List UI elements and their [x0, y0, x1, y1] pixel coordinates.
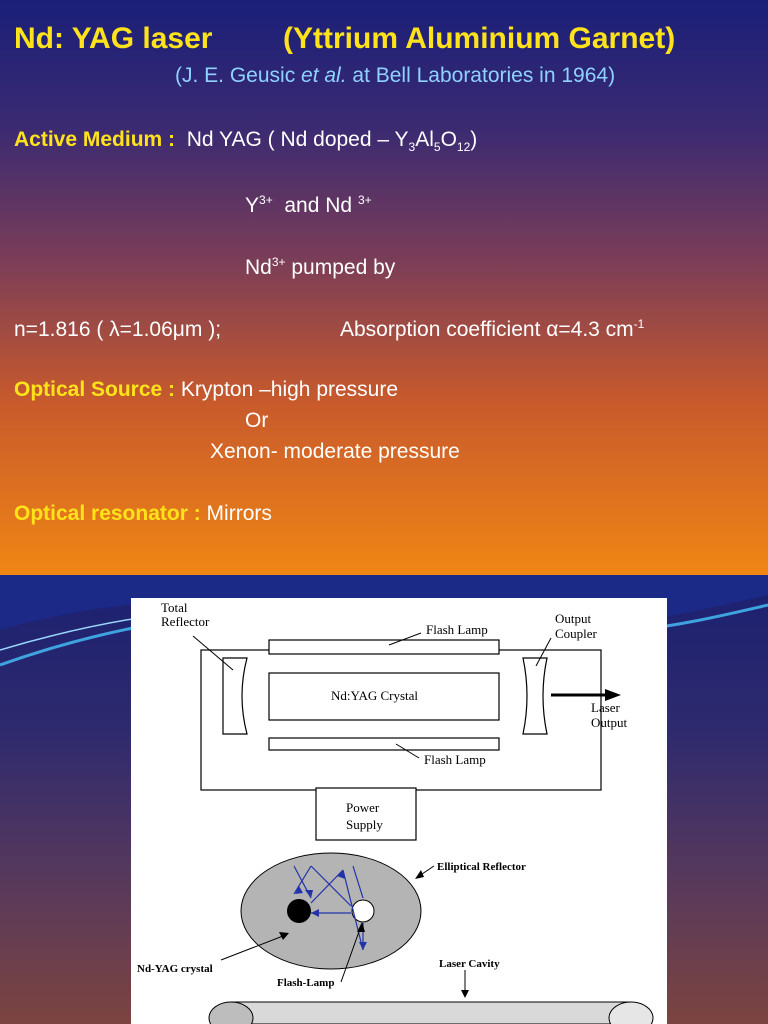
- total-reflector-label-1: Total: [161, 600, 188, 615]
- nd-yag-crystal-dot: [287, 899, 311, 923]
- flash-lamp-top-leader: [388, 632, 422, 646]
- absorption-coefficient: Absorption coefficient α=4.3 cm-1: [340, 317, 645, 341]
- flash-lamp-top-label: Flash Lamp: [426, 622, 488, 637]
- flash-lamp-top: [268, 639, 500, 655]
- credit-line: (J. E. Geusic et al. at Bell Laboratorie…: [175, 64, 616, 87]
- optical-source-row: Optical Source : Krypton –high pressure: [14, 378, 399, 401]
- laser-diagram: Total Reflector Flash Lamp Output Couple…: [131, 598, 667, 1024]
- resonator-row: Optical resonator : Mirrors: [14, 502, 272, 525]
- resonator-label: Optical resonator :: [14, 502, 201, 525]
- optical-source-xenon: Xenon- moderate pressure: [210, 440, 460, 463]
- optical-source-label: Optical Source :: [14, 378, 176, 401]
- nd-yag-crystal-rod: [268, 672, 500, 721]
- output-coupler-mirror: [522, 657, 548, 735]
- laser-output-label-2: Output: [591, 715, 628, 730]
- output-coupler-leader: [535, 637, 552, 667]
- flash-lamp-bottom-leader: [395, 743, 420, 759]
- flash-lamp-leader: [340, 925, 362, 983]
- power-supply-label-1: Power: [346, 800, 380, 815]
- flash-lamp-label: Flash-Lamp: [277, 977, 334, 989]
- total-reflector-mirror: [222, 657, 248, 735]
- slide-top: Nd: YAG laser (Yttrium Aluminium Garnet)…: [0, 0, 768, 575]
- total-reflector-leader: [192, 635, 234, 671]
- active-medium-label: Active Medium :: [14, 128, 176, 151]
- refractive-index: n=1.816 ( λ=1.06μm );: [14, 318, 222, 341]
- laser-output-label-1: Laser: [591, 700, 621, 715]
- power-supply-box: [315, 787, 417, 841]
- laser-cavity-cylinder: [230, 1001, 632, 1024]
- elliptical-reflector: [240, 852, 422, 970]
- active-medium-row: Active Medium : Nd YAG ( Nd doped – Y3Al…: [14, 128, 478, 155]
- laser-cavity-label: Laser Cavity: [439, 958, 500, 970]
- elliptical-reflector-label: Elliptical Reflector: [437, 861, 526, 873]
- crystal-label: Nd:YAG Crystal: [331, 688, 418, 703]
- flash-lamp-bottom: [268, 737, 500, 751]
- total-reflector-label-2: Reflector: [161, 614, 210, 629]
- slide-title: Nd: YAG laser: [14, 22, 213, 55]
- nd-yag-crystal-label: Nd-YAG crystal: [137, 963, 213, 975]
- crystal-leader: [220, 935, 284, 961]
- slide-title-expansion: (Yttrium Aluminium Garnet): [283, 22, 676, 55]
- flash-lamp-bottom-label: Flash Lamp: [424, 752, 486, 767]
- flash-lamp-dot: [351, 899, 375, 923]
- output-coupler-label-2: Coupler: [555, 626, 598, 641]
- pump-line: Nd3+ pumped by: [245, 255, 396, 279]
- output-coupler-label-1: Output: [555, 611, 592, 626]
- optical-source-or: Or: [245, 409, 269, 432]
- laser-diagram-svg: Total Reflector Flash Lamp Output Couple…: [137, 600, 654, 1024]
- ions-line: Y3+ and Nd 3+: [245, 193, 372, 217]
- power-supply-label-2: Supply: [346, 817, 383, 832]
